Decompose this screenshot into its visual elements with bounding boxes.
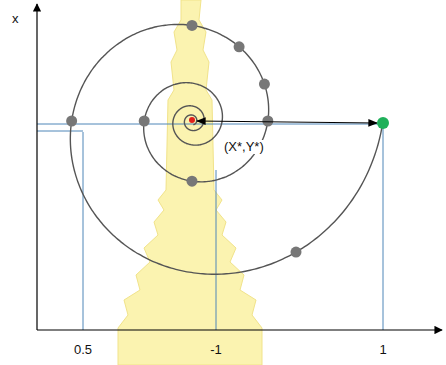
guide-line bbox=[383, 123, 384, 330]
distance-arrow bbox=[197, 121, 377, 123]
trajectory-point bbox=[262, 116, 273, 127]
tick-label: -1 bbox=[210, 343, 222, 357]
trajectory-point bbox=[187, 176, 198, 187]
x-axis bbox=[37, 329, 442, 330]
trajectory-point bbox=[187, 20, 198, 31]
pillar-watermark bbox=[118, 0, 262, 365]
point-label: (X*,Y*) bbox=[222, 140, 266, 154]
trajectory-point bbox=[259, 79, 270, 90]
guide-line bbox=[37, 124, 380, 125]
trajectory-point bbox=[66, 116, 77, 127]
tick-label: 1 bbox=[379, 343, 386, 357]
y-axis bbox=[36, 4, 37, 330]
guide-line bbox=[216, 170, 217, 330]
start-point bbox=[377, 117, 389, 129]
trajectory-point bbox=[139, 116, 150, 127]
tick-label: 0.5 bbox=[74, 343, 92, 357]
guide-line bbox=[37, 131, 83, 132]
equilibrium-point bbox=[189, 117, 195, 123]
axis-label: x bbox=[12, 12, 19, 26]
guide-line bbox=[83, 132, 84, 330]
trajectory-point bbox=[291, 247, 302, 258]
spiral-trajectory bbox=[70, 24, 383, 274]
trajectory-point bbox=[234, 41, 245, 52]
